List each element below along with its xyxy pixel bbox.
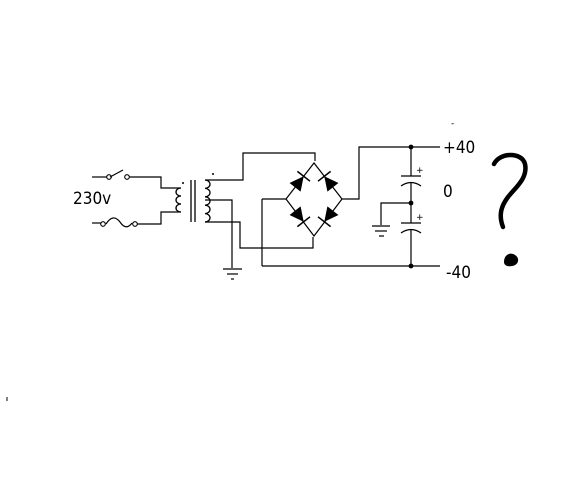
capacitor-lower: +: [400, 213, 424, 234]
primary-dot: [182, 182, 184, 184]
transformer: [175, 173, 214, 223]
svg-text:+: +: [416, 166, 424, 176]
ground-symbol-output: [372, 225, 390, 237]
secondary-dot: [212, 173, 214, 175]
primary-winding: [175, 187, 182, 213]
top-dash-mark: -: [451, 119, 454, 129]
diode-bottom-left: [289, 206, 311, 228]
svg-text:+: +: [416, 213, 424, 223]
secondary-winding: [204, 179, 211, 223]
ground-symbol-transformer: [223, 268, 242, 280]
fuse-symbol: [105, 217, 133, 228]
fuse-terminal-right: [132, 221, 138, 227]
junction-mid: [408, 200, 414, 206]
input-voltage-label: 230v: [73, 189, 111, 209]
output-rails: [262, 144, 440, 269]
junction-negative: [408, 263, 414, 269]
diode-top-left: [289, 170, 311, 192]
secondary-wiring: [205, 152, 316, 268]
mains-input: 230v: [73, 169, 176, 228]
junction-positive: [408, 144, 414, 150]
switch-contact-left: [106, 174, 112, 180]
question-mark-drawing: [491, 152, 528, 267]
fuse-terminal-left: [100, 221, 106, 227]
label-negative-rail: -40: [446, 263, 471, 283]
switch-contact-right: [124, 174, 130, 180]
label-zero-rail: 0: [443, 182, 453, 202]
diode-bottom-right: [317, 206, 339, 228]
capacitor-upper: +: [400, 166, 424, 187]
label-positive-rail: +40: [443, 138, 475, 158]
diode-top-right: [317, 170, 339, 192]
switch-lever: [109, 169, 124, 178]
bridge-rectifier: [261, 162, 345, 266]
